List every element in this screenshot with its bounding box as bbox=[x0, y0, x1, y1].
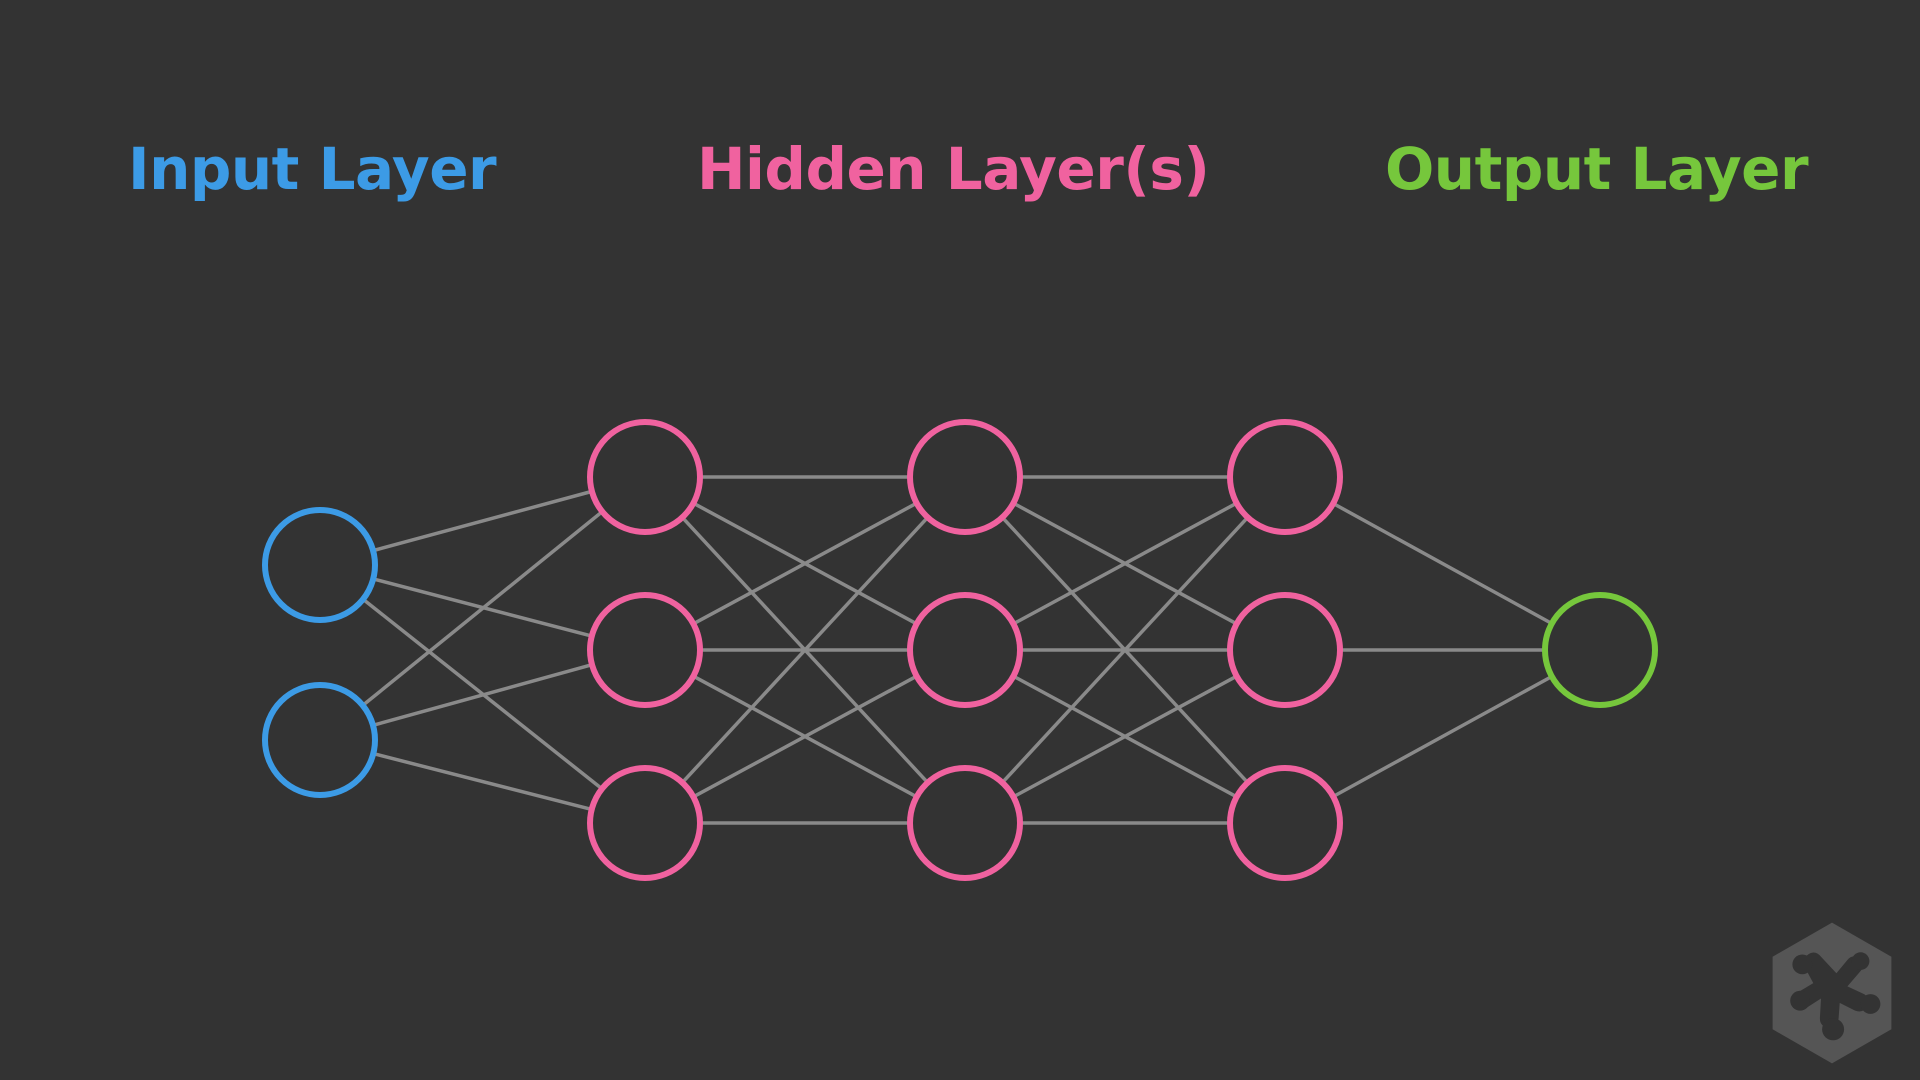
neuron-nodes bbox=[262, 419, 1658, 881]
connection-edge bbox=[691, 501, 919, 626]
neuron-node-h3_1[interactable] bbox=[1227, 419, 1343, 535]
connection-edge bbox=[1331, 501, 1554, 626]
neuron-node-h2_3[interactable] bbox=[907, 765, 1023, 881]
neuron-node-h3_2[interactable] bbox=[1227, 592, 1343, 708]
neuron-node-i2[interactable] bbox=[262, 682, 378, 798]
connection-edge bbox=[680, 515, 930, 785]
connection-edge bbox=[371, 662, 594, 728]
connection-edge bbox=[691, 674, 919, 799]
neuron-node-i1[interactable] bbox=[262, 507, 378, 623]
output-layer-title: Output Layer bbox=[1385, 135, 1809, 203]
connection-edge bbox=[1331, 674, 1554, 799]
neuron-node-h2_2[interactable] bbox=[907, 592, 1023, 708]
hidden-layer-title: Hidden Layer(s) bbox=[697, 135, 1210, 203]
connection-edge bbox=[371, 489, 594, 553]
neuron-node-h1_2[interactable] bbox=[587, 592, 703, 708]
input-layer-title: Input Layer bbox=[128, 135, 497, 203]
neuron-node-h1_3[interactable] bbox=[587, 765, 703, 881]
neuron-node-h1_1[interactable] bbox=[587, 419, 703, 535]
hexagon-neuron-logo-icon bbox=[1772, 922, 1892, 1064]
neuron-node-o1[interactable] bbox=[1542, 592, 1658, 708]
neuron-node-h2_1[interactable] bbox=[907, 419, 1023, 535]
connection-edge bbox=[1011, 501, 1239, 626]
connection-edges bbox=[361, 475, 1554, 825]
neuron-node-h3_3[interactable] bbox=[1227, 765, 1343, 881]
connection-edge bbox=[361, 509, 604, 708]
connection-edge bbox=[1011, 674, 1239, 799]
connection-edge bbox=[371, 751, 594, 812]
connection-edge bbox=[1000, 515, 1250, 785]
